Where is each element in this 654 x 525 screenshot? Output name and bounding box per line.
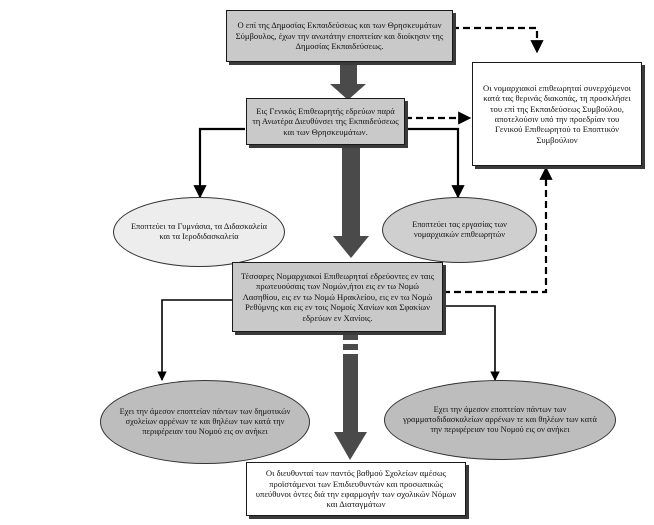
link-general-to-right-ellipse	[405, 127, 465, 199]
link-general-to-left-ellipse	[193, 127, 245, 199]
school-directors-box: Οι διευθυνταί των παντός βαθμού Σχολείων…	[246, 462, 466, 516]
top-box-text: Ο επί της Δημοσίας Εκπαιδεύσεως και των …	[235, 20, 444, 52]
ellipse-gymnasia: Εποπτεύει τα Γυμνάσια, τα Διδασκαλεία κα…	[113, 197, 285, 267]
thick-arrow-top-to-general	[330, 62, 366, 100]
ellipse-grammar-schools-text: Εχει την άμεσον εποπτείαν πάντων των γρα…	[403, 404, 597, 435]
ellipse-supervises-inspectors: Εποπτεύει τας εργασίας των νομαρχιακών ε…	[382, 197, 537, 263]
ellipse-grammar-schools: Εχει την άμεσον εποπτείαν πάντων των γρα…	[384, 380, 616, 460]
council-note-text: Οι νομαρχιακοί επιθεωρηταί συνερχόμενοι …	[483, 82, 631, 145]
inspector-general-box: Εις Γενικός Επιθεωρητής εδρεύων παρά τη …	[246, 98, 405, 145]
four-nomarch-inspectors-text: Τέσσαρες Νομαρχιακοί Επιθεωρηταί εδρεύον…	[240, 270, 435, 323]
link-four-to-left-lower	[157, 299, 232, 381]
four-nomarch-inspectors-box: Τέσσαρες Νομαρχιακοί Επιθεωρηταί εδρεύον…	[232, 262, 443, 332]
thick-arrow-four-to-bottom	[334, 334, 367, 460]
council-note-box: Οι νομαρχιακοί επιθεωρηταί συνερχόμενοι …	[472, 62, 642, 166]
thick-arrow-general-to-four	[333, 146, 369, 258]
ellipse-supervises-inspectors-text: Εποπτεύει τας εργασίας των νομαρχιακών ε…	[412, 219, 507, 239]
ellipse-primary-schools: Εχει την άμεσον εποπτείαν πάντων των δημ…	[100, 380, 310, 464]
school-directors-text: Οι διευθυνταί των παντός βαθμού Σχολείων…	[255, 468, 457, 510]
dashed-link-top-to-council	[452, 26, 544, 54]
link-four-to-right-lower	[443, 305, 500, 381]
ellipse-primary-schools-text: Εχει την άμεσον εποπτείαν πάντων των δημ…	[119, 406, 291, 437]
dashed-link-four-to-council	[443, 166, 553, 294]
top-box-education-counsellor: Ο επί της Δημοσίας Εκπαιδεύσεως και των …	[226, 10, 453, 62]
inspector-general-text: Εις Γενικός Επιθεωρητής εδρεύων παρά τη …	[252, 105, 399, 137]
ellipse-gymnasia-text: Εποπτεύει τα Γυμνάσια, τα Διδασκαλεία κα…	[130, 221, 268, 241]
